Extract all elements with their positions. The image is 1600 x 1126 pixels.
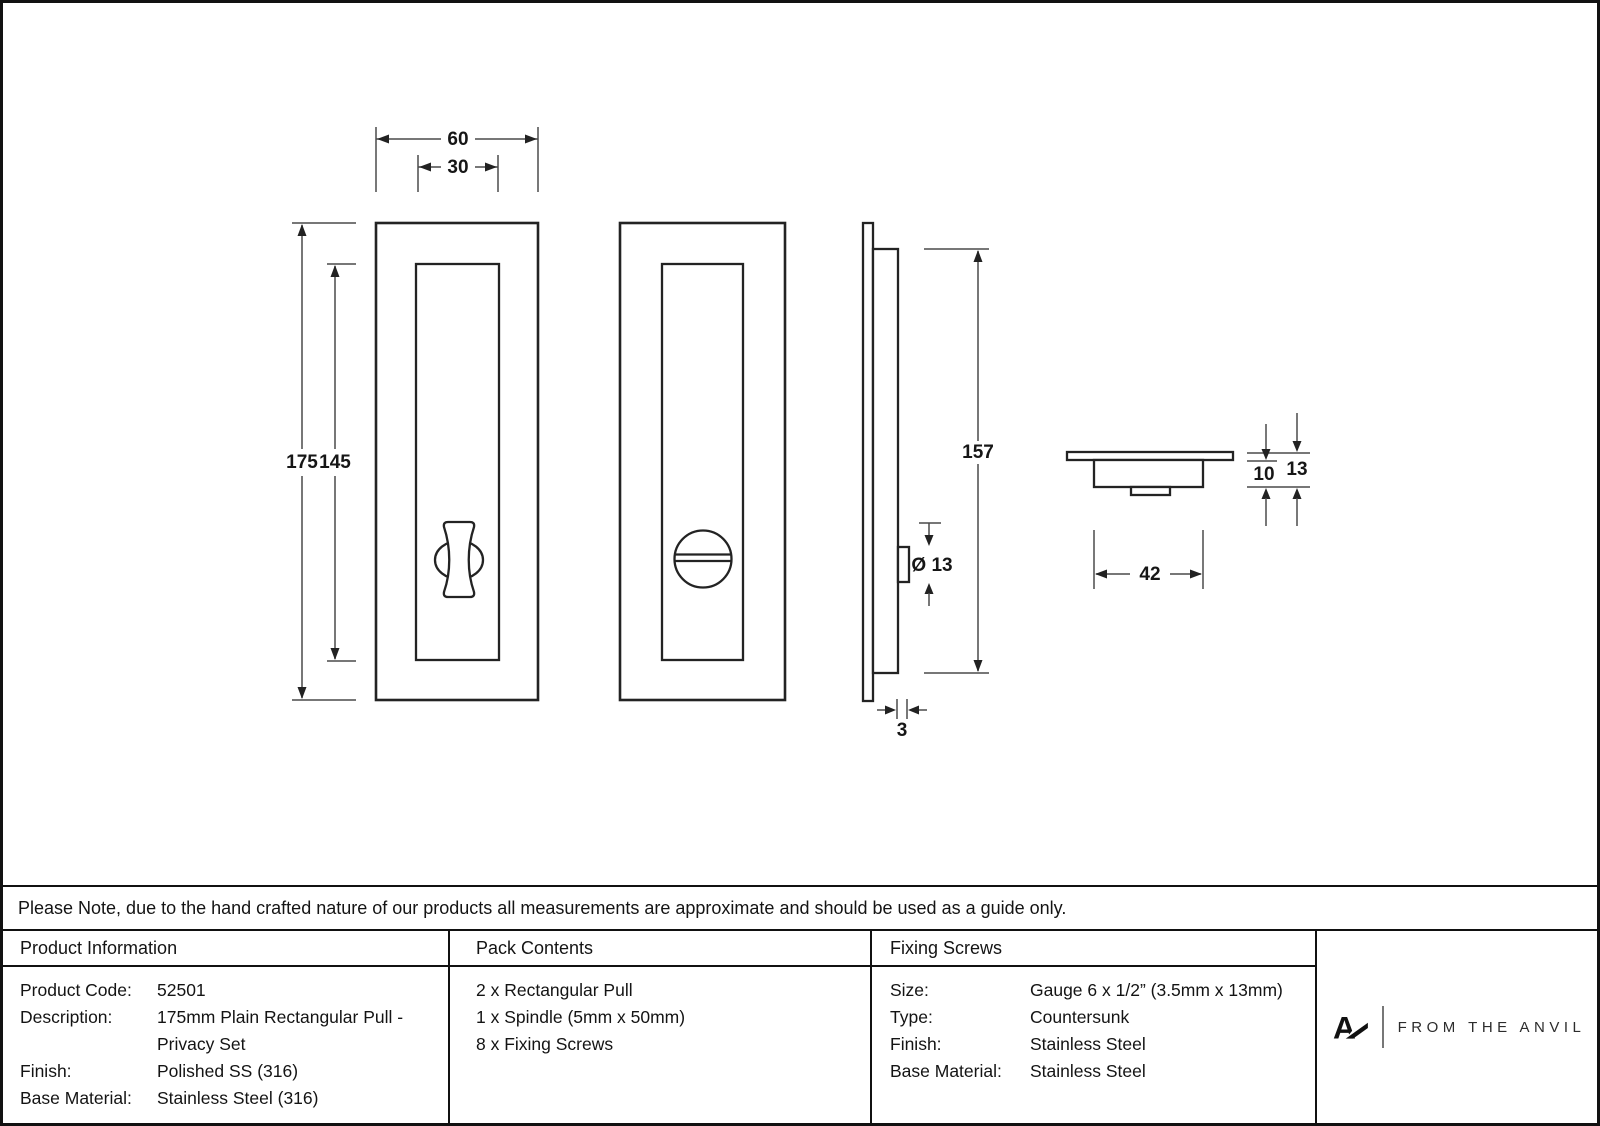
thumbturn — [442, 520, 476, 599]
field-value: 175mm Plain Rectangular Pull - — [157, 1007, 404, 1027]
dim-label-3: 3 — [897, 720, 908, 741]
product-information-header: Product Information — [0, 931, 448, 967]
measurements-note: Please Note, due to the hand crafted nat… — [18, 897, 1067, 918]
dim-boss-projection: 3 — [877, 699, 927, 741]
measurements-note-row: Please Note, due to the hand crafted nat… — [0, 885, 1600, 929]
field-value: Countersunk — [1030, 1007, 1130, 1027]
field-value: Stainless Steel (316) — [157, 1088, 319, 1108]
field-label: Finish: — [890, 1034, 942, 1054]
product-information-body: Product Code: 52501 Description: 175mm P… — [0, 967, 448, 1112]
field-value: Privacy Set — [157, 1034, 246, 1054]
brand-cell: A FROM THE ANVIL — [1317, 931, 1600, 1123]
side-view — [861, 221, 911, 703]
front-view-coin-turn-pull — [618, 221, 787, 702]
dim-recess-width: 30 — [417, 155, 499, 192]
recessed-body-top — [1092, 458, 1205, 489]
recessed-body-edge — [871, 247, 900, 675]
pack-item: 2 x Rectangular Pull — [476, 980, 633, 1000]
coin-turn — [673, 529, 733, 589]
fixing-screws-header: Fixing Screws — [872, 931, 1315, 967]
field-label: Type: — [890, 1007, 933, 1027]
pack-contents-body: 2 x Rectangular Pull 1 x Spindle (5mm x … — [450, 967, 870, 1058]
field-value: Gauge 6 x 1/2” (3.5mm x 13mm) — [1030, 980, 1283, 1000]
field-label: Description: — [20, 1007, 113, 1027]
dim-label-diameter-13: Ø 13 — [911, 555, 952, 576]
dim-overall-height: 175 — [286, 222, 356, 701]
field-value: 52501 — [157, 980, 206, 1000]
field-label: Base Material: — [20, 1088, 132, 1108]
face-plate-edge — [861, 221, 875, 703]
spindle-hub-top — [1129, 485, 1172, 497]
pack-item: 8 x Fixing Screws — [476, 1034, 614, 1054]
dim-label-60: 60 — [447, 129, 468, 150]
pack-contents-column: Pack Contents 2 x Rectangular Pull 1 x S… — [450, 931, 872, 1123]
pack-item: 1 x Spindle (5mm x 50mm) — [476, 1007, 686, 1027]
field-label — [20, 1031, 157, 1058]
dim-label-175: 175 — [286, 452, 318, 473]
dim-label-145: 145 — [319, 452, 351, 473]
top-view — [1065, 450, 1235, 497]
field-label: Finish: — [20, 1061, 72, 1081]
field-value: Polished SS (316) — [157, 1061, 299, 1081]
dim-label-13: 13 — [1286, 459, 1307, 480]
fixing-screws-body: Size: Gauge 6 x 1/2” (3.5mm x 13mm) Type… — [872, 967, 1315, 1085]
spindle-boss — [896, 545, 911, 584]
dim-recess-height: 145 — [319, 263, 356, 662]
brand-logo: A FROM THE ANVIL — [1332, 1006, 1586, 1048]
dim-back-body-height: 157 — [924, 248, 994, 674]
pack-contents-title: Pack Contents — [476, 937, 594, 958]
dim-label-30: 30 — [447, 157, 468, 178]
fixing-screws-title: Fixing Screws — [890, 937, 1003, 958]
field-label: Base Material: — [890, 1061, 1002, 1081]
dim-back-body-width: 42 — [1093, 530, 1204, 589]
dim-label-10: 10 — [1253, 464, 1274, 485]
product-information-column: Product Information Product Code: 52501 … — [0, 931, 450, 1123]
field-value: Stainless Steel — [1030, 1061, 1146, 1081]
product-information-title: Product Information — [20, 937, 178, 958]
dim-label-42: 42 — [1139, 564, 1160, 585]
info-table: Product Information Product Code: 52501 … — [0, 929, 1600, 1123]
dim-label-157: 157 — [962, 442, 994, 463]
dim-spindle-boss-diameter: Ø 13 — [911, 522, 953, 606]
fixing-screws-column: Fixing Screws Size: Gauge 6 x 1/2” (3.5m… — [872, 931, 1317, 1123]
face-plate-top — [1065, 450, 1235, 462]
dim-overall-width: 60 — [375, 127, 539, 192]
from-the-anvil-logo-icon: A — [1333, 1011, 1368, 1043]
field-label: Size: — [890, 980, 929, 1000]
brand-divider — [1381, 1006, 1384, 1048]
field-value: Stainless Steel — [1030, 1034, 1146, 1054]
front-view-thumbturn-pull — [374, 221, 540, 702]
field-label: Product Code: — [20, 980, 132, 1000]
technical-drawing: 60 30 175 — [286, 127, 1310, 741]
pack-contents-header: Pack Contents — [450, 931, 870, 967]
brand-name: FROM THE ANVIL — [1397, 1018, 1586, 1036]
dim-depths: 10 13 — [1247, 413, 1310, 526]
